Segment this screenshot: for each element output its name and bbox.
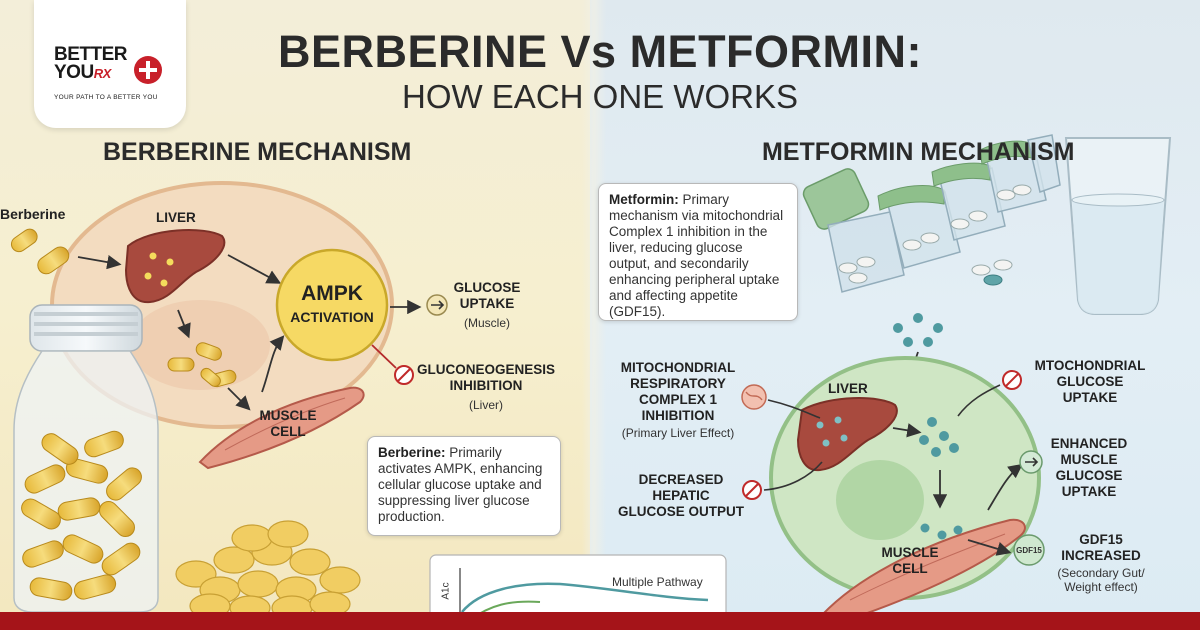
decreased-output-inhibition-icon <box>742 480 762 500</box>
berberine-input-label: Berberine <box>0 206 66 222</box>
berberine-summary-box: Berberine: Primarily activates AMPK, enh… <box>367 436 561 536</box>
graph-series-label: Multiple Pathway <box>612 575 703 589</box>
metformin-summary-heading: Metformin: <box>609 192 679 207</box>
berberine-summary-text: Primarily activates AMPK, enhancing cell… <box>378 445 543 524</box>
metformin-nucleus <box>836 460 924 540</box>
supplement-jar <box>13 304 159 613</box>
berberine-liver-label: LIVER <box>156 210 196 225</box>
gdf15-sublabel: (Secondary Gut/Weight effect) <box>1057 566 1145 594</box>
berberine-muscle-icon <box>198 386 365 470</box>
ampk-activation-node <box>275 248 389 362</box>
page-title: BERBERINE Vs METFORMIN: <box>277 26 923 77</box>
metformin-liver-icon <box>796 397 898 472</box>
logo-wordmark: BETTER YOURX <box>54 44 128 83</box>
mito-complex-sublabel: (Primary Liver Effect) <box>621 426 735 440</box>
metformin-section-title: METFORMIN MECHANISM <box>762 138 1075 166</box>
pill-organizer <box>802 134 1061 293</box>
medical-cross-icon <box>134 56 162 84</box>
metformin-summary-text: Primary mechanism via mitochondrial Comp… <box>609 192 784 319</box>
gdf15-badge: GDF15 <box>1016 546 1042 555</box>
graph-series-line <box>461 582 709 613</box>
mtochondrial-uptake-inhibition-icon <box>1002 370 1022 390</box>
mitochondria-icon <box>741 384 767 410</box>
water-glass <box>1064 137 1172 315</box>
logo-tagline: YOUR PATH TO A BETTER YOU <box>54 94 158 101</box>
berberine-capsule-icon <box>10 228 70 275</box>
berberine-summary-heading: Berberine: <box>378 445 446 460</box>
tablet-pile <box>175 520 361 621</box>
gluconeogenesis-sublabel: (Liver) <box>468 398 503 412</box>
berberine-section-title: BERBERINE MECHANISM <box>103 138 412 166</box>
glucose-uptake-sublabel: (Muscle) <box>463 316 510 330</box>
page-subtitle: HOW EACH ONE WORKS <box>401 78 799 115</box>
berberine-liver-icon <box>124 229 226 304</box>
graph-axis-label: A1c <box>440 582 452 600</box>
metformin-summary-box: Metformin: Primary mechanism via mitocho… <box>598 183 798 321</box>
metformin-liver-label: LIVER <box>828 381 868 396</box>
brand-logo[interactable]: BETTER YOURX YOUR PATH TO A BETTER YOU <box>34 0 186 128</box>
gluconeogenesis-inhibition-icon <box>394 365 414 385</box>
bottom-accent-bar <box>0 612 1200 630</box>
gdf15-badge-circle <box>1013 534 1045 566</box>
